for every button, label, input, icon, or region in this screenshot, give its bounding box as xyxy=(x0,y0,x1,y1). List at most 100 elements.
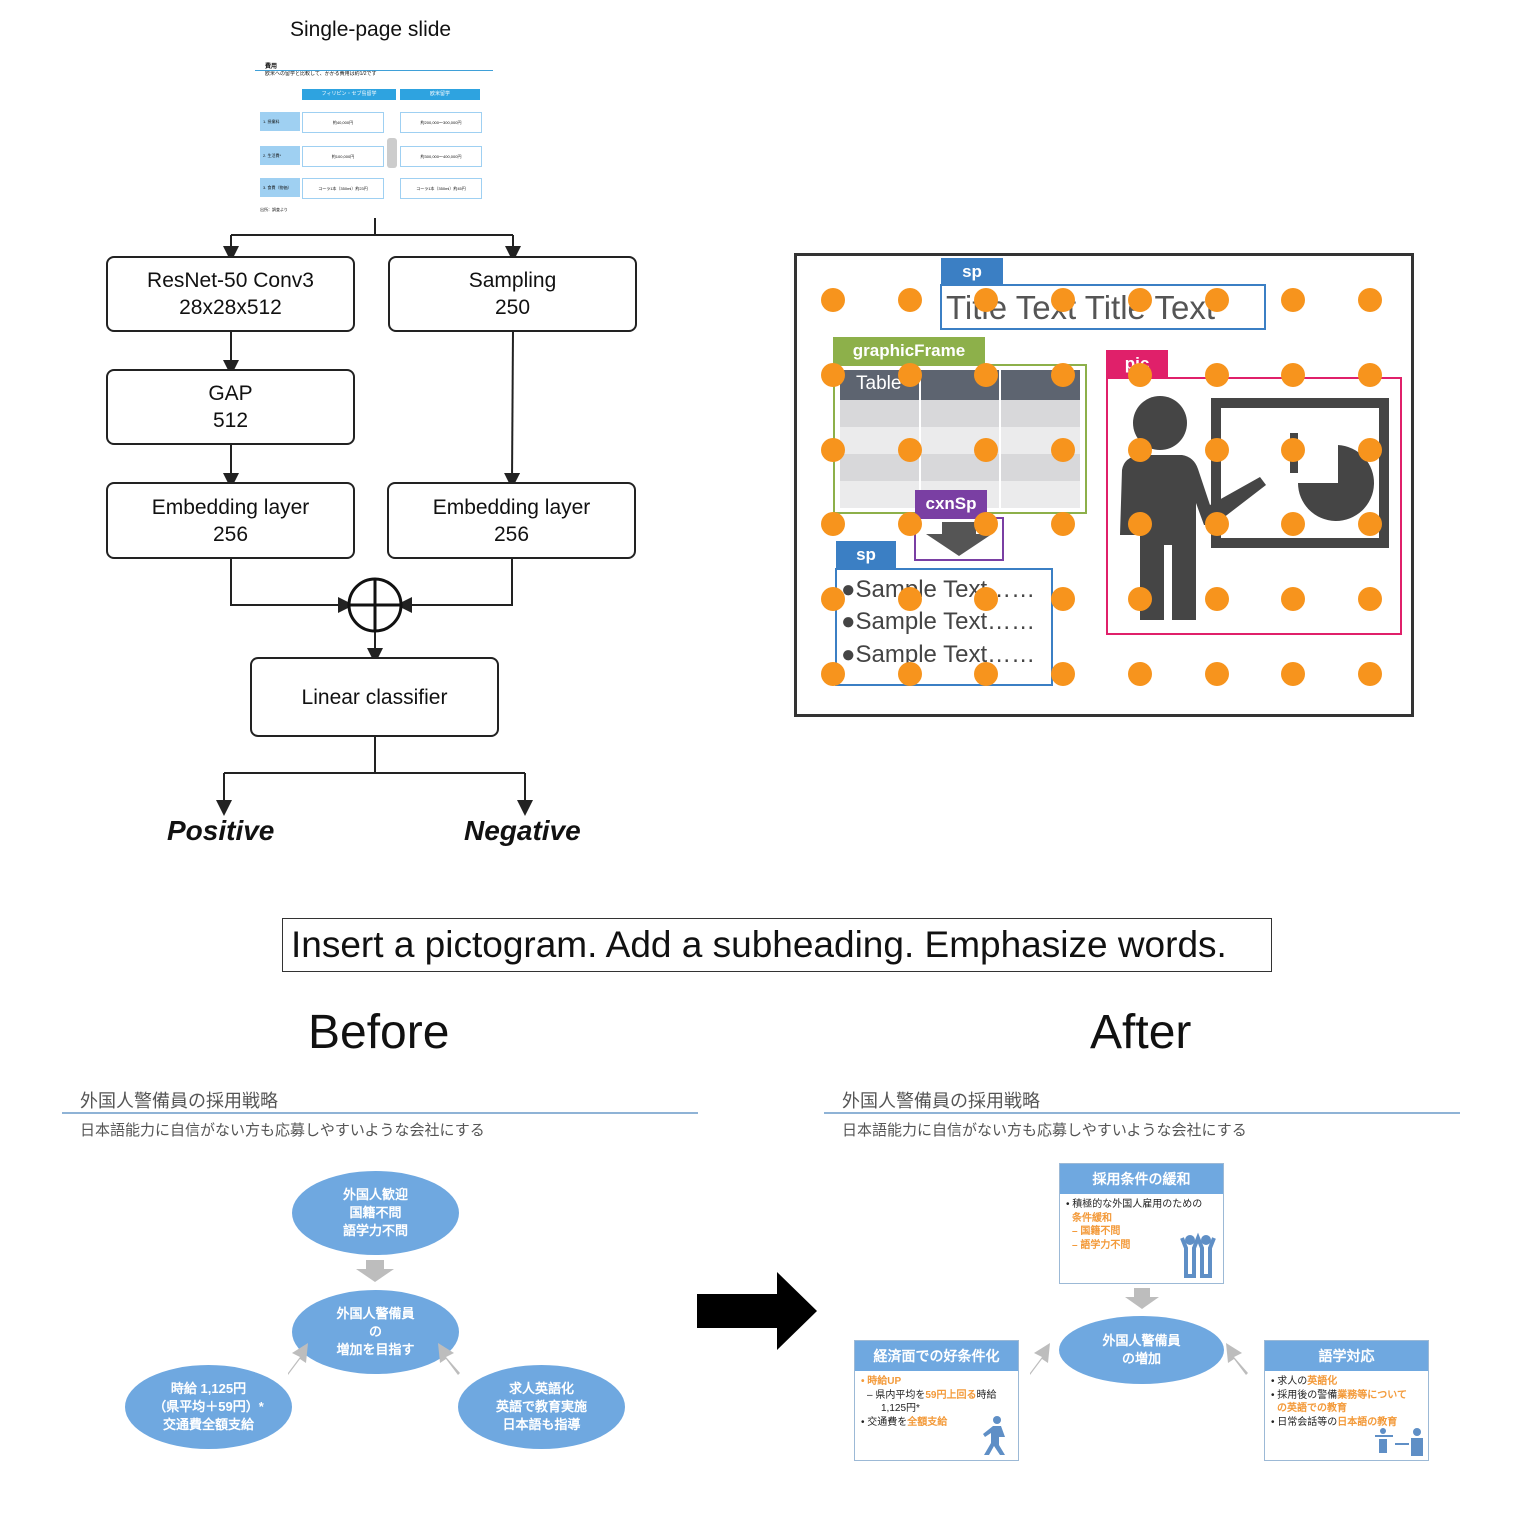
positive-label: Positive xyxy=(167,815,275,846)
bullet-text-shape: ●Sample Text…… ●Sample Text…… ●Sample Te… xyxy=(835,568,1053,686)
sampling-dot xyxy=(821,362,845,387)
thumb-row1-label: 1. 授業料 xyxy=(260,112,300,131)
pic-border xyxy=(1106,377,1402,635)
before-ellipse-left: 時給 1,125円 （県平均＋59円）* 交通費全額支給 xyxy=(125,1365,292,1449)
card-line: 1,125円* xyxy=(881,1403,920,1414)
sum-node xyxy=(347,577,403,633)
resnet-box: ResNet-50 Conv3 28x28x512 xyxy=(106,256,355,332)
ellipse-line: 語学力不問 xyxy=(342,1223,408,1238)
card-line: • 求人の xyxy=(1271,1376,1308,1387)
sampling-dot xyxy=(897,288,922,312)
card-line: – 県内平均を xyxy=(867,1389,926,1401)
cxnsp-tag: cxnSp xyxy=(915,490,987,518)
sampling-dot xyxy=(821,662,845,686)
after-card-top: 採用条件の緩和 • 積極的な外国人雇用のための 条件緩和 – 国籍不問 – 語学… xyxy=(1059,1163,1224,1284)
after-slide-subtitle: 日本語能力に自信がない方も応募しやすいような会社にする xyxy=(842,1122,1247,1139)
card-line: 時給 xyxy=(976,1389,997,1401)
sp-tag-bottom: sp xyxy=(836,541,896,569)
sampling-dot xyxy=(821,587,845,612)
ellipse-line: 求人英語化 xyxy=(508,1381,574,1396)
card-line: – 語学力不問 xyxy=(1072,1239,1131,1251)
card-line: – 国籍不問 xyxy=(1072,1226,1121,1237)
slide-thumbnail: 費用 欧米への留学と比較して、かかる費用は約1/2です フィリピン・セブ島留学 … xyxy=(255,58,495,218)
sampling-dot xyxy=(1204,512,1229,537)
before-ellipse-center: 外国人警備員 の 増加を目指す xyxy=(292,1290,459,1374)
instruction-box: Insert a pictogram. Add a subheading. Em… xyxy=(282,918,1272,972)
sampling-dot xyxy=(1051,512,1076,537)
sampling-dot xyxy=(974,362,999,387)
thumb-compare-icon xyxy=(387,138,397,168)
table-label: Table xyxy=(856,373,902,394)
thumb-subtitle: 欧米への留学と比較して、かかる費用は約1/2です xyxy=(265,71,377,77)
sampling-dot xyxy=(1281,587,1306,612)
sampling-label: Sampling xyxy=(468,269,557,292)
thumb-row3-v2: コーラ1本（350ml）約45円 xyxy=(400,178,482,199)
classifier-box: Linear classifier xyxy=(250,657,499,737)
card-right-title: 語学対応 xyxy=(1265,1341,1428,1371)
sampling-dot xyxy=(1204,437,1229,462)
card-line: 条件緩和 xyxy=(1072,1212,1112,1224)
card-left-title: 経済面での好条件化 xyxy=(855,1341,1018,1371)
sp-tag-top: sp xyxy=(941,258,1003,285)
sampling-dot xyxy=(1357,362,1382,387)
embedding-left-box: Embedding layer 256 xyxy=(106,482,355,559)
thumb-col2: 欧米留学 xyxy=(400,89,480,100)
sampling-dot xyxy=(1281,362,1306,387)
sampling-dot xyxy=(1357,587,1382,612)
sampling-dot xyxy=(1051,288,1076,312)
card-line: の英語での教育 xyxy=(1277,1403,1347,1414)
sampling-dot xyxy=(1127,662,1152,686)
bullet-line: ●Sample Text…… xyxy=(841,576,1036,603)
resnet-label: ResNet-50 Conv3 xyxy=(147,269,314,292)
card-line: • 日常会話等の xyxy=(1271,1416,1338,1428)
thumb-row3-v1: コーラ1本（350ml）約23円 xyxy=(302,178,384,199)
after-gray-arrows xyxy=(1030,1288,1248,1375)
welcome-people-icon xyxy=(1180,1232,1216,1278)
sampling-dot xyxy=(1051,362,1076,387)
before-to-after-arrow-icon xyxy=(697,1272,817,1350)
ellipse-line: 交通費全額支給 xyxy=(162,1417,254,1432)
thumb-col1: フィリピン・セブ島留学 xyxy=(302,89,396,100)
sampling-dot xyxy=(1357,437,1382,462)
card-top-title: 採用条件の緩和 xyxy=(1060,1164,1223,1194)
sampling-dot xyxy=(1127,362,1152,387)
sampling-dot xyxy=(897,512,922,537)
ellipse-line: 外国人警備員 xyxy=(1102,1333,1181,1348)
sampling-dot xyxy=(1281,437,1306,462)
card-highlight: 英語化 xyxy=(1307,1376,1338,1387)
sampling-dot xyxy=(1357,288,1382,312)
sampling-dot xyxy=(974,288,999,312)
presenter-pictogram-icon xyxy=(1120,396,1389,620)
sampling-dot xyxy=(974,662,999,686)
before-slide-title: 外国人警備員の採用戦略 xyxy=(80,1091,278,1111)
ellipse-line: の xyxy=(368,1324,382,1339)
before-heading: Before xyxy=(308,1006,450,1059)
sampling-dot xyxy=(1281,662,1306,686)
before-slide-subtitle: 日本語能力に自信がない方も応募しやすいような会社にする xyxy=(80,1122,485,1139)
sampling-box: Sampling 250 xyxy=(388,256,637,332)
ellipse-line: 増加を目指す xyxy=(336,1342,415,1357)
ellipse-line: 英語で教育実施 xyxy=(495,1399,587,1414)
gap-box: GAP 512 xyxy=(106,369,355,445)
slide-caption: Single-page slide xyxy=(290,18,452,41)
bullet-line: ●Sample Text…… xyxy=(841,641,1036,668)
sampling-dot xyxy=(1281,512,1306,537)
embedding-left-label: Embedding layer xyxy=(151,495,310,519)
bullet-line: ●Sample Text…… xyxy=(841,608,1036,635)
sampling-dot xyxy=(1127,512,1152,537)
card-line: • 採用後の警備 xyxy=(1271,1389,1338,1401)
embedding-right-label: Embedding layer xyxy=(432,495,591,519)
teaching-icon xyxy=(1375,1428,1423,1456)
embedding-right-dim: 256 xyxy=(493,522,530,546)
before-title-rule xyxy=(62,1112,698,1114)
card-highlight: 業務等について xyxy=(1337,1389,1407,1401)
before-ellipse-top: 外国人歓迎 国籍不問 語学力不問 xyxy=(292,1171,459,1255)
before-ellipse-right: 求人英語化 英語で教育実施 日本語も指導 xyxy=(458,1365,625,1449)
sampling-dot xyxy=(1127,288,1152,312)
table-graphic: Table xyxy=(840,370,1080,508)
sampling-dot xyxy=(821,288,845,312)
sampling-dot xyxy=(1204,587,1229,612)
sampling-count: 250 xyxy=(494,296,531,319)
classifier-label: Linear classifier xyxy=(301,685,448,709)
graphicframe-tag: graphicFrame xyxy=(833,337,985,365)
